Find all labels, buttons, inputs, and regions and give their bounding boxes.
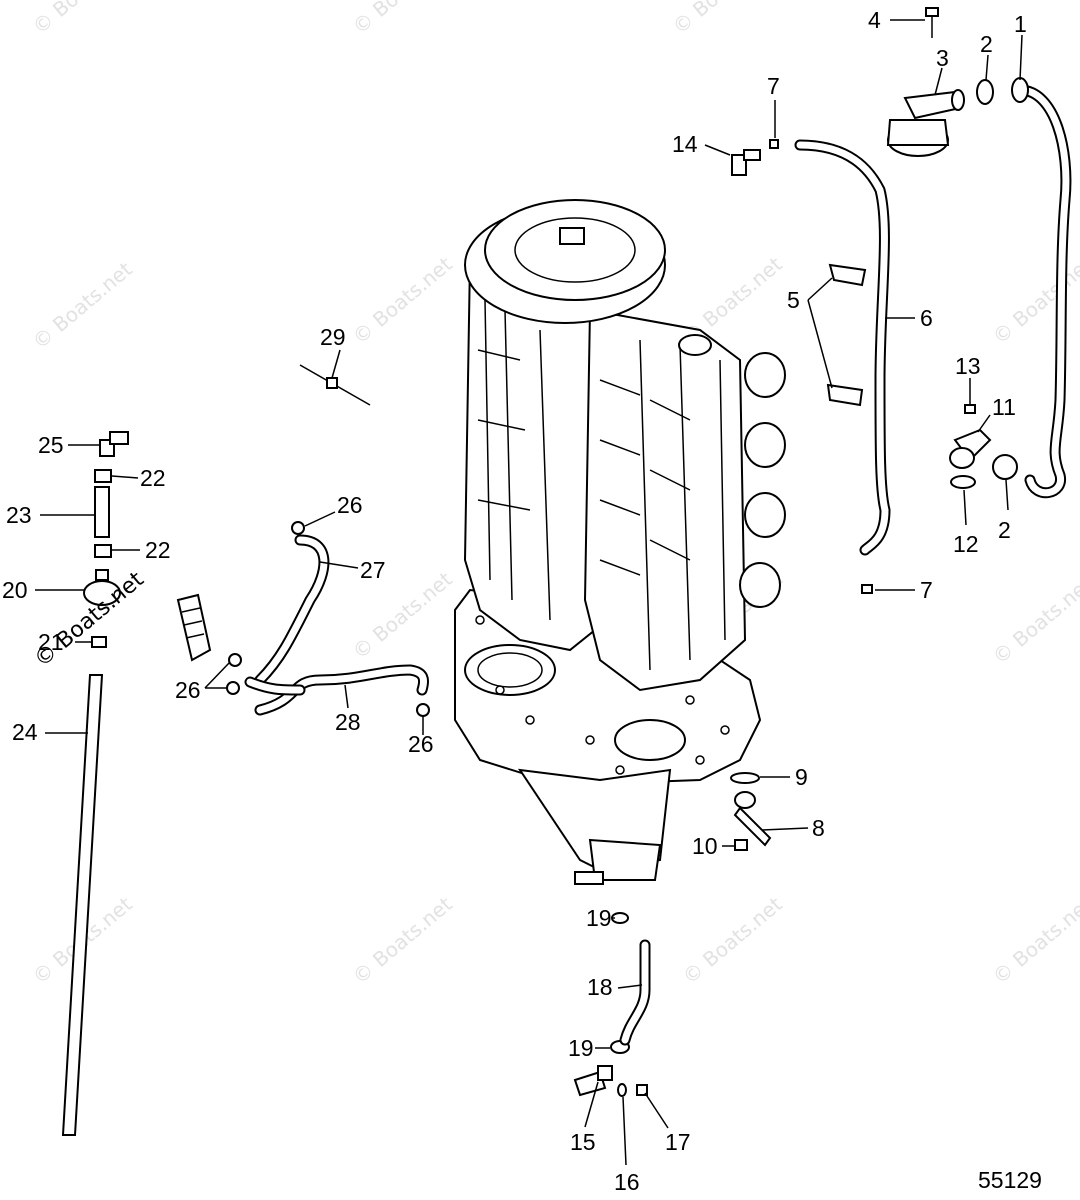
part-22-clamp xyxy=(94,469,112,483)
part-14-elbow-fitting xyxy=(731,149,761,176)
leader-lines xyxy=(35,19,1023,1166)
callout-23: 23 xyxy=(6,502,32,528)
part-27-hose xyxy=(254,534,330,686)
callout-19: 19 xyxy=(568,1035,594,1061)
callout-7: 7 xyxy=(920,577,933,603)
part-23-hose xyxy=(94,486,110,538)
callout-17: 17 xyxy=(665,1129,691,1155)
callout-1: 1 xyxy=(1014,11,1027,37)
watermark: © Boats.net xyxy=(988,892,1080,989)
watermark: © Boats.net xyxy=(668,0,777,39)
callout-12: 12 xyxy=(953,531,979,557)
part-9-o-ring xyxy=(730,772,760,784)
callout-4: 4 xyxy=(868,7,881,33)
part-24-tube xyxy=(61,674,104,1136)
part-29-sensor xyxy=(299,364,371,406)
callout-15: 15 xyxy=(570,1129,596,1155)
callout-27: 27 xyxy=(360,557,386,583)
part-7-fitting xyxy=(769,139,779,149)
callout-19: 19 xyxy=(586,905,612,931)
callout-22: 22 xyxy=(140,465,166,491)
part-18-hose xyxy=(619,939,651,1046)
part-26-clamp xyxy=(228,653,242,667)
watermark: © Boats.net xyxy=(30,567,149,673)
callout-9: 9 xyxy=(795,764,808,790)
callout-25: 25 xyxy=(38,432,64,458)
callout-6: 6 xyxy=(920,305,933,331)
callout-7: 7 xyxy=(767,73,780,99)
callout-24: 24 xyxy=(12,719,38,745)
part-3-thermostat-housing xyxy=(886,89,965,157)
part-10-bolt xyxy=(734,839,748,851)
callout-13: 13 xyxy=(955,353,981,379)
diagram-id: 55129 xyxy=(978,1167,1042,1193)
callout-2: 2 xyxy=(980,31,993,57)
watermark: © Boats.net xyxy=(348,0,457,39)
part-2-clamp xyxy=(992,454,1018,480)
callout-16: 16 xyxy=(614,1169,640,1195)
callout-26: 26 xyxy=(408,731,434,757)
part-4-bolt xyxy=(925,7,939,38)
part-28-hose xyxy=(244,664,429,716)
callout-26: 26 xyxy=(175,677,201,703)
part-12-o-ring xyxy=(950,475,976,489)
callout-11: 11 xyxy=(992,394,1016,420)
watermark: © Boats.net xyxy=(28,0,137,39)
part-21-fitting xyxy=(91,636,107,648)
callout-22: 22 xyxy=(145,537,171,563)
part-26-clamp xyxy=(291,521,305,535)
watermark: © Boats.net xyxy=(348,892,457,989)
callout-28: 28 xyxy=(335,709,361,735)
control-module xyxy=(176,593,212,662)
part-6-hose xyxy=(794,139,891,556)
part-17-screw xyxy=(636,1084,648,1096)
part-5-clip xyxy=(826,383,864,407)
callout-18: 18 xyxy=(587,974,613,1000)
part-16-washer xyxy=(617,1083,627,1097)
part-5-clip xyxy=(828,263,867,287)
callout-8: 8 xyxy=(812,815,825,841)
part-26-clamp xyxy=(226,681,240,695)
engine-block xyxy=(454,199,786,885)
part-11-elbow xyxy=(949,428,992,469)
part-26-clamp xyxy=(416,703,430,717)
watermark: © Boats.net xyxy=(678,892,787,989)
watermark: © Boats.net xyxy=(28,257,137,354)
callout-3: 3 xyxy=(936,45,949,71)
part-22-clamp xyxy=(94,544,112,558)
part-25-elbow xyxy=(99,431,129,457)
part-20-valve xyxy=(83,569,121,606)
part-8-sensor xyxy=(733,791,772,847)
part-7-fitting xyxy=(861,584,873,594)
callout-20: 20 xyxy=(2,577,28,603)
callout-5: 5 xyxy=(787,287,800,313)
part-1-hose xyxy=(1011,77,1072,499)
part-2-clamp xyxy=(976,79,994,105)
watermark: © Boats.net xyxy=(348,252,457,349)
callout-labels: 1 2 2 3 4 5 6 7 7 8 9 10 11 12 13 14 15 … xyxy=(2,7,1027,1195)
callout-14: 14 xyxy=(672,131,698,157)
callout-26: 26 xyxy=(337,492,363,518)
callout-10: 10 xyxy=(692,833,718,859)
callout-29: 29 xyxy=(320,324,346,350)
part-13-bolt xyxy=(964,395,976,414)
part-15-fitting xyxy=(573,1065,613,1097)
callout-2: 2 xyxy=(998,517,1011,543)
watermark: © Boats.net xyxy=(988,572,1080,669)
callout-21: 21 xyxy=(38,629,64,655)
